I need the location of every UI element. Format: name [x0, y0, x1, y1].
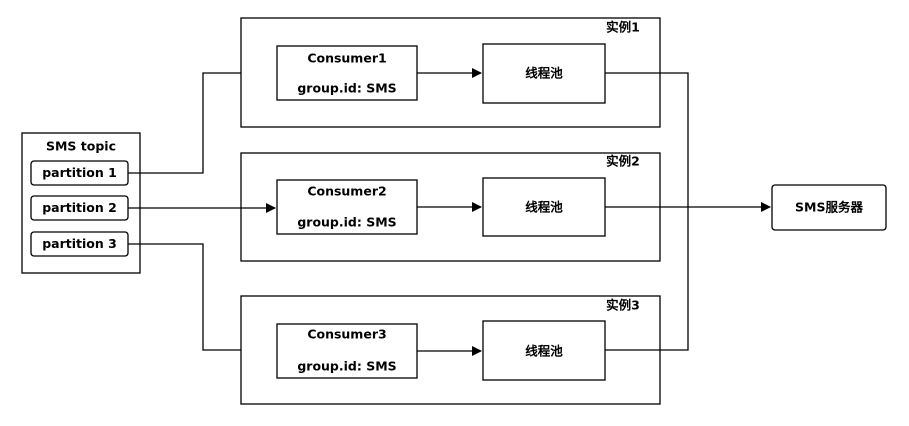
- sms-server-box: [771, 184, 887, 231]
- consumer-1-group: group.id: SMS: [297, 81, 396, 96]
- instance-3-label: 实例3: [606, 298, 640, 313]
- instance-3-node: 实例3 Consumer3 group.id: SMS 线程池: [240, 295, 661, 405]
- consumer-3-group: group.id: SMS: [297, 359, 396, 374]
- partition-3-label: partition 3: [42, 236, 117, 251]
- partition-1-label: partition 1: [42, 165, 117, 180]
- consumer-3-box: [276, 323, 418, 379]
- consumer-2-group: group.id: SMS: [297, 215, 396, 230]
- thread-pool-1-label: 线程池: [525, 66, 563, 81]
- partition-3-to-instance-3-edge: [128, 243, 241, 351]
- partition-1-node: partition 1: [30, 160, 129, 186]
- sms-server-label: SMS服务器: [795, 200, 863, 215]
- consumer-2-label: Consumer2: [307, 184, 386, 199]
- partition-2-node: partition 2: [30, 195, 129, 221]
- pool-3-to-server-edge: [605, 207, 689, 351]
- consumer-2-box: [276, 179, 418, 235]
- sms-server-node: SMS服务器: [771, 184, 887, 231]
- instance-2-label: 实例2: [606, 154, 640, 169]
- sms-topic-node: SMS topic partition 1 partition 2 partit…: [21, 132, 141, 274]
- partition-3-node: partition 3: [30, 231, 129, 257]
- sms-topic-title: SMS topic: [46, 139, 116, 154]
- instance-1-label: 实例1: [606, 20, 640, 35]
- consumer-3-label: Consumer3: [307, 327, 386, 342]
- thread-pool-3-label: 线程池: [525, 344, 563, 359]
- partition-1-to-instance-1-edge: [128, 72, 241, 174]
- pool-1-to-server-edge: [605, 72, 689, 207]
- thread-pool-2-label: 线程池: [525, 200, 563, 215]
- partition-2-label: partition 2: [42, 200, 117, 215]
- consumer-1-label: Consumer1: [307, 51, 386, 66]
- thread-pool-2-box: [482, 177, 606, 237]
